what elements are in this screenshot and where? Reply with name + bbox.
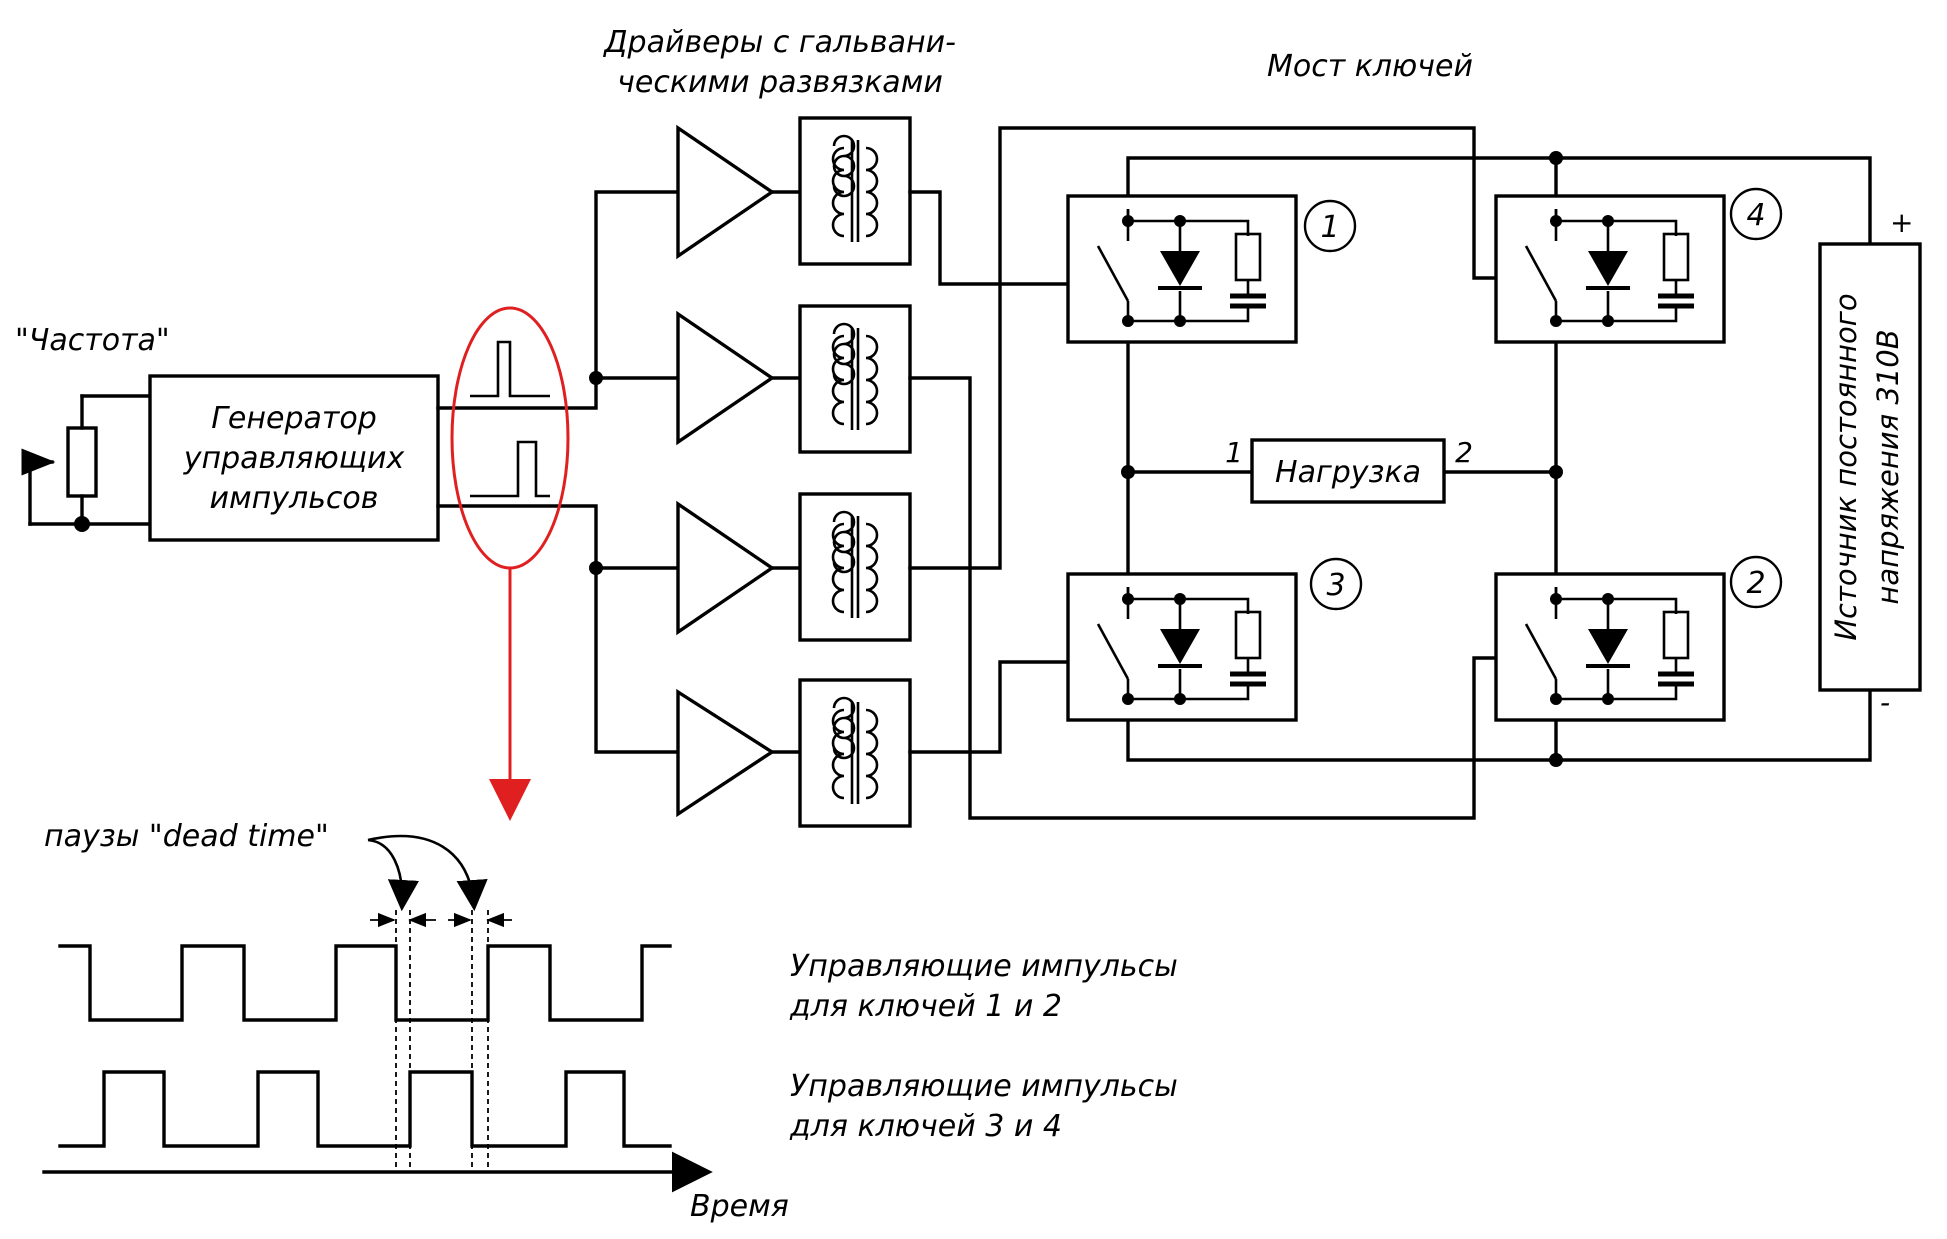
svg-text:3: 3 <box>1326 568 1345 603</box>
generator-line-3: импульсов <box>210 481 379 516</box>
pulse-train-keys-1-2 <box>58 944 672 1022</box>
switch-label-2: 2 <box>1729 555 1783 609</box>
svg-text:1: 1 <box>1320 210 1339 245</box>
plus-label: + <box>1890 206 1913 239</box>
svg-text:2: 2 <box>1746 566 1765 601</box>
generator-line-2: управляющих <box>183 441 405 476</box>
pulses-34-line-2: для ключей 3 и 4 <box>789 1109 1062 1144</box>
driver-channel-4 <box>676 678 912 828</box>
time-axis-label: Время <box>690 1189 789 1224</box>
load-pin-2: 2 <box>1455 436 1473 469</box>
load-label: Нагрузка <box>1275 455 1421 490</box>
svg-text:4: 4 <box>1746 198 1765 233</box>
switch-module-3 <box>1068 574 1296 720</box>
source-line-1: Источник постоянного <box>1829 293 1863 640</box>
switch-module-2 <box>1496 574 1724 720</box>
load-pin-1: 1 <box>1225 436 1243 469</box>
transformer-icon <box>798 492 912 642</box>
frequency-label: "Частота" <box>15 323 170 358</box>
drivers-line-1: Драйверы с гальвани- <box>602 25 956 60</box>
switch-label-3: 3 <box>1309 557 1363 611</box>
potentiometer-icon <box>21 394 152 532</box>
dc-source-block: Источник постоянного напряжения 310В <box>1818 242 1922 692</box>
switch-label-4: 4 <box>1729 187 1783 241</box>
amplifier-triangle-icon <box>676 124 776 260</box>
transformer-icon <box>798 678 912 828</box>
minus-label: - <box>1880 686 1890 719</box>
driver-channel-2 <box>676 304 912 454</box>
pulse-train-keys-3-4 <box>58 1070 672 1148</box>
driver-channel-3 <box>676 492 912 642</box>
amplifier-triangle-icon <box>676 500 776 636</box>
switch-module-4 <box>1496 196 1724 342</box>
pulses-12-line-2: для ключей 1 и 2 <box>789 989 1062 1024</box>
pulses-34-line-1: Управляющие импульсы <box>790 1069 1178 1104</box>
driver-channel-1 <box>676 116 912 266</box>
generator-line-1: Генератор <box>211 401 377 436</box>
pulse-glyph-bottom <box>470 440 550 498</box>
dead-time-label: паузы "dead time" <box>44 819 329 854</box>
bridge-title: Мост ключей <box>1267 49 1473 84</box>
transformer-icon <box>798 116 912 266</box>
pulses-12-line-1: Управляющие импульсы <box>790 949 1178 984</box>
drivers-line-2: ческими развязками <box>617 65 943 100</box>
switch-module-1 <box>1068 196 1296 342</box>
load-block: Нагрузка <box>1250 438 1446 504</box>
generator-block: Генератор управляющих импульсов <box>148 374 440 542</box>
source-line-2: напряжения 310В <box>1871 329 1905 604</box>
amplifier-triangle-icon <box>676 688 776 818</box>
switch-label-1: 1 <box>1303 199 1357 253</box>
amplifier-triangle-icon <box>676 310 776 446</box>
transformer-icon <box>798 304 912 454</box>
pulse-glyph-top <box>470 340 550 398</box>
